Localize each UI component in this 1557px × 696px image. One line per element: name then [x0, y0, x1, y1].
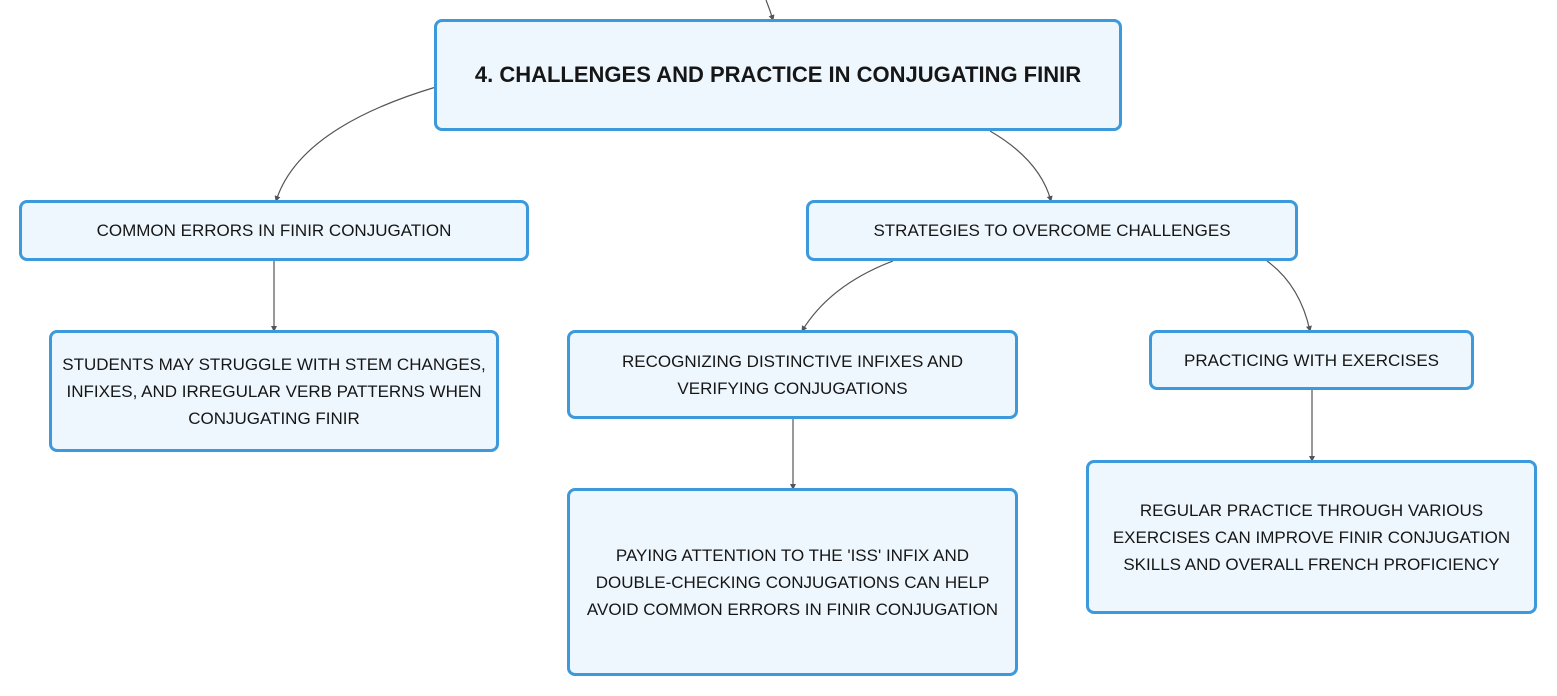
recognizing-detail-node-label: PAYING ATTENTION TO THE 'ISS' INFIX AND … [586, 545, 999, 619]
recognizing-detail-node[interactable]: PAYING ATTENTION TO THE 'ISS' INFIX AND … [567, 488, 1018, 676]
connector-parent-to-root [765, 0, 775, 21]
common-errors-node-label: COMMON ERRORS IN FINIR CONJUGATION [96, 221, 452, 240]
practicing-detail-node[interactable]: REGULAR PRACTICE THROUGH VARIOUS EXERCIS… [1086, 460, 1537, 614]
recognizing-node-label: RECOGNIZING DISTINCTIVE INFIXES AND VERI… [622, 351, 963, 398]
practicing-detail-node-label: REGULAR PRACTICE THROUGH VARIOUS EXERCIS… [1112, 500, 1511, 574]
connector-root-to-strategies [989, 130, 1053, 202]
root-node-label: 4. CHALLENGES AND PRACTICE IN CONJUGATIN… [474, 62, 1082, 87]
recognizing-node[interactable]: RECOGNIZING DISTINCTIVE INFIXES AND VERI… [567, 330, 1018, 419]
practicing-node-label: PRACTICING WITH EXERCISES [1183, 350, 1440, 370]
common-errors-node[interactable]: COMMON ERRORS IN FINIR CONJUGATION [19, 200, 529, 261]
connector-strategies-to-practicing [1266, 260, 1312, 332]
common-errors-detail-node[interactable]: STUDENTS MAY STRUGGLE WITH STEM CHANGES,… [49, 330, 499, 452]
common-errors-detail-node-label: STUDENTS MAY STRUGGLE WITH STEM CHANGES,… [62, 354, 486, 428]
root-node[interactable]: 4. CHALLENGES AND PRACTICE IN CONJUGATIN… [434, 19, 1122, 131]
strategies-node[interactable]: STRATEGIES TO OVERCOME CHALLENGES [806, 200, 1298, 261]
connector-strategies-to-recognizing [801, 260, 894, 332]
strategies-node-label: STRATEGIES TO OVERCOME CHALLENGES [873, 221, 1231, 240]
connector-root-to-common-errors [274, 86, 437, 202]
practicing-node[interactable]: PRACTICING WITH EXERCISES [1149, 330, 1474, 390]
